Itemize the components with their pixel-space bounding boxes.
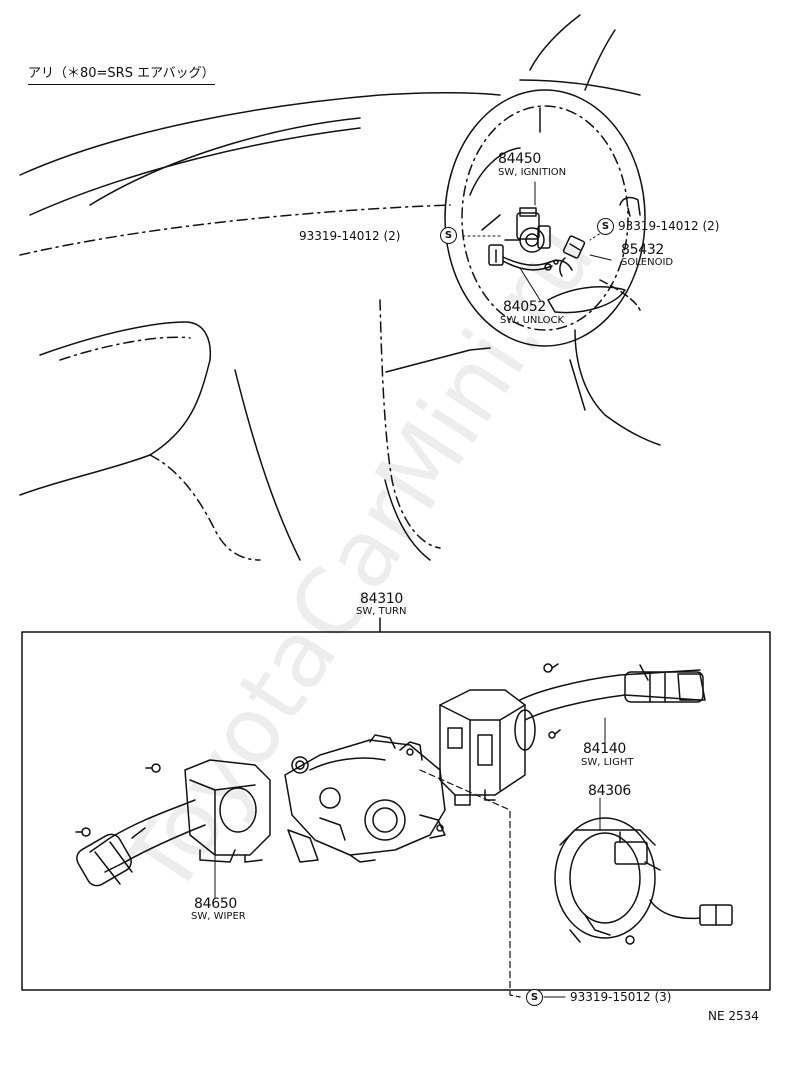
leader-lines-top (462, 181, 613, 301)
clock-spring (554, 817, 733, 945)
screw-ref-right: 93319-14012 (2) (618, 219, 720, 233)
screw-symbol-left: S (440, 227, 457, 244)
ignition-switch (504, 207, 551, 253)
leader-lines-bottom (214, 717, 606, 998)
screw-symbol-right: S (597, 218, 614, 235)
srs-airbag-note: アリ（＊80=SRS エアバッグ） (28, 62, 215, 85)
part-number-wiper: 84650 (194, 896, 238, 912)
unlock-switch (488, 244, 573, 271)
part-name-ignition: SW, IGNITION (498, 167, 567, 178)
screw-symbol-bottom: S (526, 989, 543, 1006)
screw-ref-bottom: 93319-15012 (3) (570, 990, 672, 1004)
part-number-ignition: 84450 (498, 151, 542, 167)
dashboard-outline (19, 14, 661, 561)
screw-path-dashed (419, 769, 521, 998)
part-name-wiper: SW, WIPER (191, 911, 246, 922)
part-number-solenoid: 85432 (621, 242, 665, 258)
part-number-turn: 84310 (360, 591, 404, 607)
turn-switch-frame (21, 617, 771, 991)
part-name-turn: SW, TURN (356, 606, 407, 617)
steering-wheel (444, 89, 646, 347)
figure-code: NE 2534 (708, 1009, 759, 1023)
part-number-clock-spring: 84306 (588, 783, 632, 799)
light-switch-body (439, 689, 536, 806)
part-name-unlock: SW, UNLOCK (500, 315, 565, 326)
screw-ref-left: 93319-14012 (2) (299, 229, 401, 243)
part-number-light: 84140 (583, 741, 627, 757)
wiper-switch (75, 759, 271, 887)
turn-switch-base (284, 734, 446, 863)
part-number-unlock: 84052 (503, 299, 547, 315)
part-name-light: SW, LIGHT (581, 757, 634, 768)
solenoid (559, 235, 586, 277)
light-switch-lever (519, 663, 706, 739)
part-name-solenoid: SOLENOID (621, 257, 674, 268)
